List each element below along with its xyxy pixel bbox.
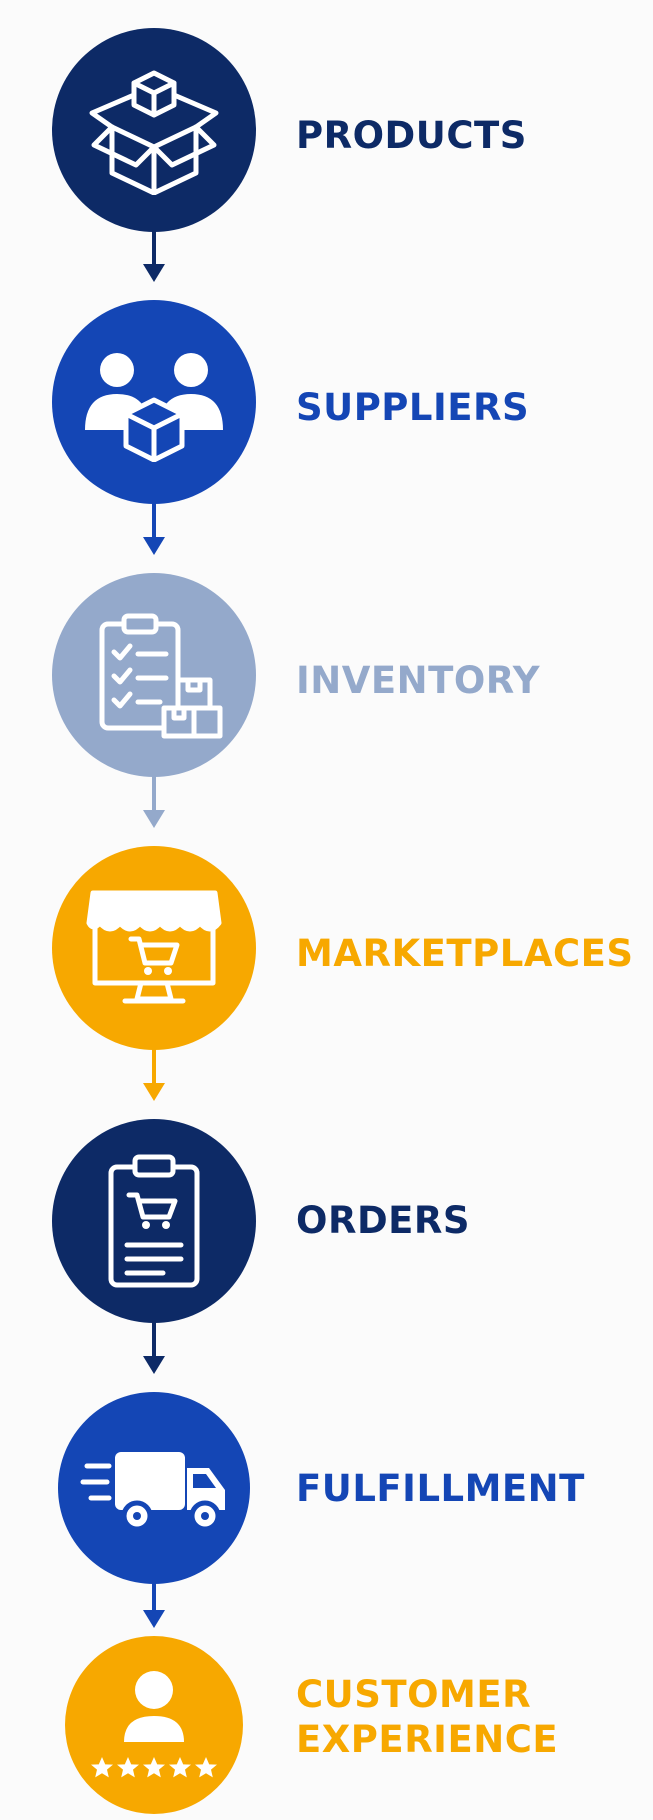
step-label-inventory: INVENTORY xyxy=(296,659,541,702)
step-label-fulfillment: FULFILLMENT xyxy=(296,1467,585,1510)
step-circle-orders xyxy=(52,1119,256,1323)
step-circle-suppliers xyxy=(52,300,256,504)
storefront-monitor-icon xyxy=(86,890,222,1004)
delivery-truck-icon xyxy=(80,1452,225,1532)
customer-rating-icon xyxy=(91,1671,217,1778)
step-circle-fulfillment xyxy=(58,1392,250,1584)
suppliers-icon xyxy=(85,353,223,462)
step-circle-customer-experience xyxy=(65,1636,243,1814)
connector-arrow-2 xyxy=(141,503,167,563)
open-box-icon xyxy=(89,70,219,195)
step-circle-products xyxy=(52,28,256,232)
connector-arrow-4 xyxy=(141,1049,167,1109)
step-circle-inventory xyxy=(52,573,256,777)
step-label-suppliers: SUPPLIERS xyxy=(296,386,530,429)
step-label-customer-experience: CUSTOMER EXPERIENCE xyxy=(296,1672,558,1762)
step-label-products: PRODUCTS xyxy=(296,114,527,157)
clipboard-checklist-icon xyxy=(99,613,223,739)
step-label-marketplaces: MARKETPLACES xyxy=(296,932,634,975)
step-label-customer-line1: CUSTOMER xyxy=(296,1673,532,1716)
connector-arrow-1 xyxy=(141,230,167,290)
connector-arrow-5 xyxy=(141,1322,167,1382)
step-circle-marketplaces xyxy=(52,846,256,1050)
connector-arrow-6 xyxy=(141,1582,167,1636)
connector-arrow-3 xyxy=(141,776,167,836)
order-clipboard-icon xyxy=(108,1154,200,1288)
step-label-customer-line2: EXPERIENCE xyxy=(296,1718,559,1761)
step-label-orders: ORDERS xyxy=(296,1199,471,1242)
